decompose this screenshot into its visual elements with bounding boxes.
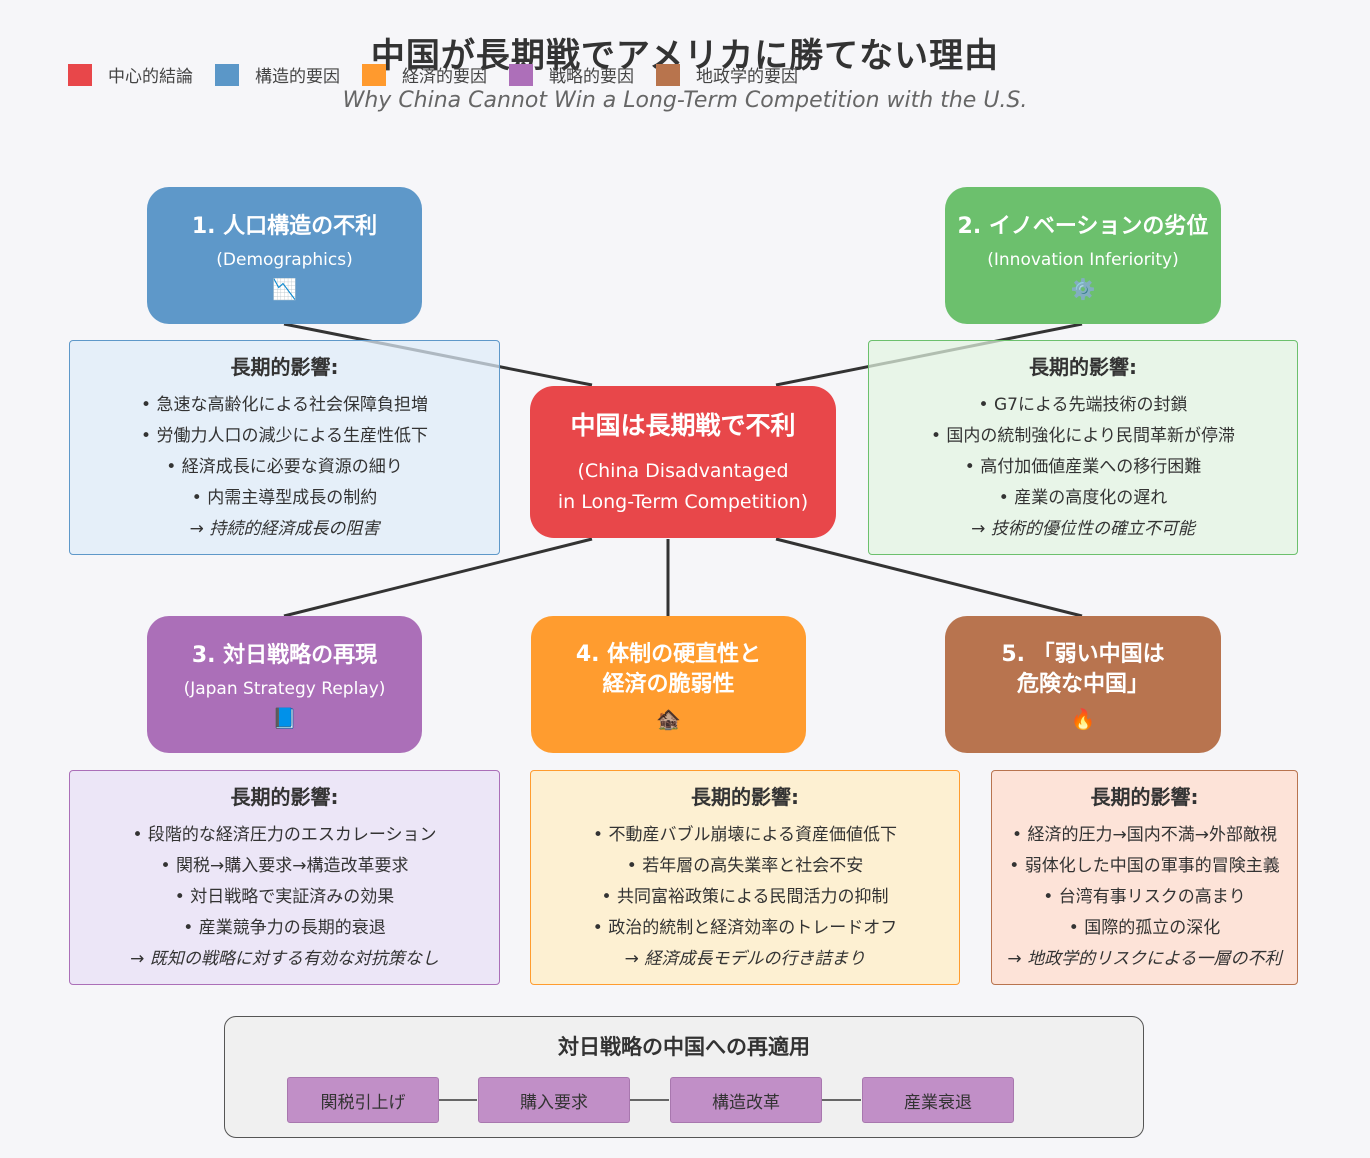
legend-label: 中心的結論 (108, 67, 193, 87)
legend-swatch (362, 63, 386, 86)
card-item: • 関税→購入要求→構造改革要求 (160, 856, 409, 876)
fire-icon: 🔥 (1070, 706, 1096, 731)
card-heading: 長期的影響: (1090, 785, 1199, 809)
card-item: • 不動産バブル崩壊による資産価値低下 (593, 825, 897, 845)
page-subtitle: Why China Cannot Win a Long-Term Competi… (342, 88, 1028, 113)
card-item: • 国内の統制強化により民間革新が停滞 (930, 426, 1236, 446)
node-title-line1: 5. 「弱い中国は (1001, 641, 1165, 667)
card-item: • 経済成長に必要な資源の細り (166, 457, 403, 477)
card-heading: 長期的影響: (1029, 355, 1137, 379)
page-title: 中国が長期戦でアメリカに勝てない理由 (370, 36, 1000, 76)
card-item: • 共同富裕政策による民間活力の抑制 (601, 887, 889, 907)
center-subtitle-line2: in Long-Term Competition) (557, 491, 809, 513)
flow-step-reform: 構造改革 (670, 1077, 822, 1123)
card-item: • 急速な高齢化による社会保障負担増 (141, 395, 428, 415)
derelict-house-icon: 🏚️ (656, 706, 681, 731)
legend-label: 戦略的要因 (549, 67, 634, 87)
central-conclusion: 中国は長期戦で不利 (China Disadvantaged in Long-T… (530, 386, 836, 538)
node-title-line1: 4. 体制の硬直性と (575, 641, 762, 667)
card-heading: 長期的影響: (230, 355, 339, 379)
legend-swatch (509, 63, 533, 86)
connector-japan-strategy (283, 537, 593, 618)
node-title-line2: 経済の脆弱性 (602, 671, 735, 697)
card-item: • 国際的孤立の深化 (1068, 918, 1221, 938)
card-item: • 高付加価値産業への移行困難 (964, 457, 1202, 477)
legend-item-economic: 経済的要因 (362, 62, 487, 87)
flow-step-tariffs: 関税引上げ (287, 1077, 439, 1123)
node-subtitle: (Japan Strategy Replay) (183, 678, 386, 699)
impact-card-weak-china: 長期的影響: • 経済的圧力→国内不満→外部敵視 • 弱体化した中国の軍事的冒険… (991, 770, 1298, 985)
card-conclusion: → 技術的優位性の確立不可能 (971, 519, 1195, 539)
card-conclusion: → 既知の戦略に対する有効な対抗策なし (130, 949, 439, 969)
node-demographics: 1. 人口構造の不利 (Demographics) 📉 (147, 187, 422, 324)
center-subtitle-line1: (China Disadvantaged (577, 460, 789, 482)
legend-label: 構造的要因 (255, 67, 340, 87)
node-title-line2: 危険な中国」 (1016, 671, 1149, 697)
card-conclusion: → 経済成長モデルの行き詰まり (624, 949, 866, 969)
node-subtitle: (Innovation Inferiority) (987, 249, 1179, 270)
node-title: 3. 対日戦略の再現 (191, 642, 378, 668)
node-subtitle: (Demographics) (216, 249, 353, 270)
flow-step-decline: 産業衰退 (862, 1077, 1014, 1123)
flow-connector (630, 1099, 669, 1101)
node-title: 2. イノベーションの劣位 (957, 213, 1209, 239)
connector-weak-china (775, 537, 1083, 618)
card-item: • 労働力人口の減少による生産性低下 (141, 426, 428, 446)
card-conclusion: → 持続的経済成長の阻害 (189, 519, 380, 539)
card-item: • 台湾有事リスクの高まり (1043, 887, 1246, 907)
flow-connector (822, 1099, 861, 1101)
center-title: 中国は長期戦で不利 (570, 411, 796, 440)
card-heading: 長期的影響: (691, 785, 799, 809)
legend-swatch (68, 63, 92, 86)
card-item: • 弱体化した中国の軍事的冒険主義 (1009, 856, 1280, 876)
legend-item-structural: 構造的要因 (215, 62, 340, 87)
chart-decreasing-icon: 📉 (272, 276, 297, 301)
legend-label: 経済的要因 (402, 67, 487, 87)
legend-item-geopolitical: 地政学的要因 (656, 62, 798, 87)
gear-icon: ⚙️ (1070, 276, 1096, 301)
legend-item-strategic: 戦略的要因 (509, 62, 634, 87)
card-conclusion: → 地政学的リスクによる一層の不利 (1007, 949, 1282, 969)
node-weak-china: 5. 「弱い中国は 危険な中国」 🔥 (945, 616, 1221, 753)
card-item: • 若年層の高失業率と社会不安 (626, 856, 864, 876)
node-title: 1. 人口構造の不利 (191, 213, 378, 239)
card-item: • 経済的圧力→国内不満→外部敵視 (1012, 825, 1277, 845)
impact-card-demographics: 長期的影響: • 急速な高齢化による社会保障負担増 • 労働力人口の減少による生… (69, 340, 500, 555)
impact-card-japan-strategy: 長期的影響: • 段階的な経済圧力のエスカレーション • 関税→購入要求→構造改… (69, 770, 500, 985)
impact-card-innovation: 長期的影響: • G7による先端技術の封鎖 • 国内の統制強化により民間革新が停… (868, 340, 1298, 555)
legend-item-center: 中心的結論 (68, 62, 193, 87)
node-innovation: 2. イノベーションの劣位 (Innovation Inferiority) ⚙… (945, 187, 1221, 324)
legend-swatch (656, 63, 680, 86)
card-heading: 長期的影響: (230, 785, 339, 809)
legend: 中心的結論 構造的要因 経済的要因 戦略的要因 地政学的要因 (68, 62, 820, 87)
card-item: • 内需主導型成長の制約 (191, 488, 378, 508)
node-system-rigidity: 4. 体制の硬直性と 経済の脆弱性 🏚️ (531, 616, 806, 753)
card-item: • G7による先端技術の封鎖 (978, 395, 1188, 415)
impact-card-system-rigidity: 長期的影響: • 不動産バブル崩壊による資産価値低下 • 若年層の高失業率と社会… (530, 770, 960, 985)
flow-title: 対日戦略の中国への再適用 (558, 1035, 810, 1059)
card-item: • 対日戦略で実証済みの効果 (174, 887, 395, 907)
legend-label: 地政学的要因 (696, 67, 798, 87)
node-japan-strategy: 3. 対日戦略の再現 (Japan Strategy Replay) 📘 (147, 616, 422, 753)
flow-connector (439, 1099, 477, 1101)
japan-strategy-flow: 対日戦略の中国への再適用 関税引上げ 購入要求 構造改革 産業衰退 (224, 1016, 1144, 1138)
card-item: • 産業の高度化の遅れ (998, 488, 1168, 508)
card-item: • 段階的な経済圧力のエスカレーション (132, 825, 437, 845)
flow-step-purchase: 購入要求 (478, 1077, 630, 1123)
legend-swatch (215, 63, 239, 86)
book-icon: 📘 (272, 705, 297, 730)
card-item: • 政治的統制と経済効率のトレードオフ (592, 918, 898, 938)
card-item: • 産業競争力の長期的衰退 (183, 918, 386, 938)
